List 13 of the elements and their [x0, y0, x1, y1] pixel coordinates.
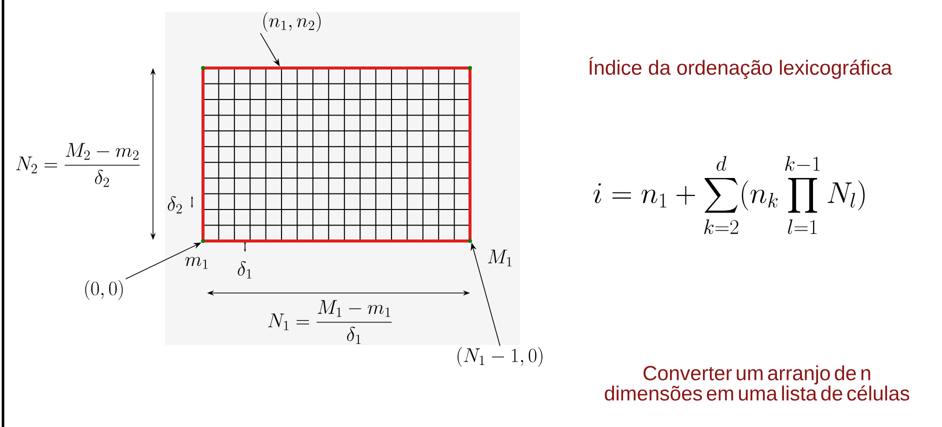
step-label: $\delta_2$: [168, 196, 182, 214]
point-label: $(0,0)$: [85, 280, 123, 300]
point-label: $(N_1-1,0)$: [458, 347, 542, 367]
dimension-formula: $N_1=\frac{M_1-m_1}{\delta_1}$: [268, 300, 392, 344]
point-label: $(n_1,n_2)$: [263, 12, 321, 32]
heading: Índice da ordenação lexicográfica: [589, 56, 892, 80]
grid-drawing: [201, 66, 472, 243]
step-label: $\delta_1$: [238, 261, 252, 278]
point-label: $m_1$: [185, 257, 208, 269]
dimension-formula: $N_2=\frac{M_2-m_2}{\delta_2}$: [16, 143, 140, 187]
point-label: $M_1$: [488, 250, 512, 266]
index-formula: $i=n_1+\sum_{k=2}^{d}(n_k\prod_{l=1}^{k-1}N_l)$: [594, 156, 865, 234]
note-text: Converter um arranjo de n dimensões em uma lista de células: [604, 365, 910, 401]
